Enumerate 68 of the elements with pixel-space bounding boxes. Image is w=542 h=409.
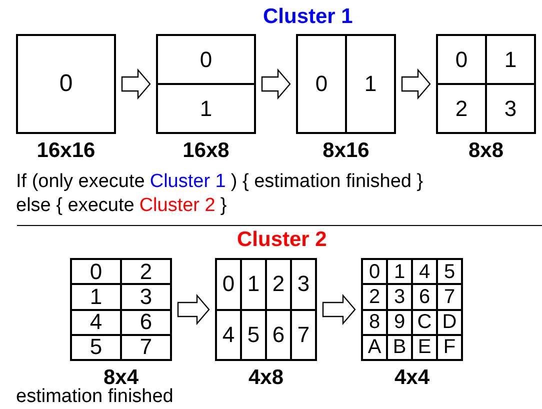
grid-cell: B [388,336,411,359]
grid-cell: F [438,336,461,359]
size-label: 4x4 [393,367,431,388]
size-label: 8x16 [322,140,370,161]
grid-cell: 1 [487,36,534,83]
grid-cell: 1 [158,85,254,132]
grid-cell: 6 [413,285,436,308]
block-grid [70,258,172,361]
grid-cell: 7 [122,336,170,359]
grid-cell: 0 [158,36,254,83]
grid-cell: 0 [18,36,114,132]
size-label: 8x8 [467,140,505,161]
grid-cell: 1 [72,285,120,308]
size-label: 16x16 [36,140,96,161]
grid-cell: 5 [242,310,265,359]
block-arrow [322,294,356,326]
grid-cell: 6 [122,310,170,334]
size-label: 16x8 [182,140,230,161]
block-arrow [177,294,210,326]
grid-cell: 2 [267,260,290,308]
grid-cell: A [363,336,386,359]
grid-cell: 5 [438,260,461,284]
grid-cell: 3 [388,285,411,308]
grid-cell: 3 [122,285,170,308]
grid-cell: 9 [388,310,411,334]
grid-cell: 2 [363,285,386,308]
condition-text: If (only execute [16,171,145,193]
grid-cell: 0 [72,260,120,284]
grid-cell: 0 [298,36,345,132]
size-label: 8x4 [102,367,139,388]
grid-cell: 2 [122,260,170,284]
condition-text: Cluster 1 [150,171,226,193]
grid-cell: 4 [413,260,436,284]
block-grid [215,258,317,361]
grid-cell: 0 [217,260,240,308]
condition-text: else { execute [16,195,134,217]
grid-cell: 0 [363,260,386,284]
cluster-heading: Cluster 1 [263,6,353,27]
size-label: 4x8 [247,367,285,388]
block-grid [156,34,256,134]
grid-cell: 4 [217,310,240,359]
condition-text: Cluster 2 [139,195,216,217]
block-grid [436,34,536,134]
grid-cell: 7 [438,285,461,308]
grid-cell: 3 [292,260,315,308]
grid-cell: C [413,310,436,334]
grid-cell: 6 [267,310,290,359]
grid-cell: 4 [72,310,120,334]
grid-cell: D [438,310,461,334]
cluster-heading: Cluster 2 [237,229,327,250]
status-text: estimation finished [16,386,174,408]
condition-text: } [220,195,227,217]
grid-cell: 1 [388,260,411,284]
grid-cell: 0 [438,36,485,83]
block-arrow [261,68,291,100]
grid-cell: 7 [292,310,315,359]
block-arrow [401,68,431,100]
block-arrow [121,68,151,100]
condition-text: ) { estimation finished } [230,171,424,193]
grid-cell: 1 [347,36,394,132]
grid-cell: 8 [363,310,386,334]
block-grid [296,34,396,134]
grid-cell: 1 [242,260,265,308]
grid-cell: 5 [72,336,120,359]
grid-cell: 2 [438,85,485,132]
block-grid [361,258,463,361]
grid-cell: E [413,336,436,359]
grid-cell: 3 [487,85,534,132]
